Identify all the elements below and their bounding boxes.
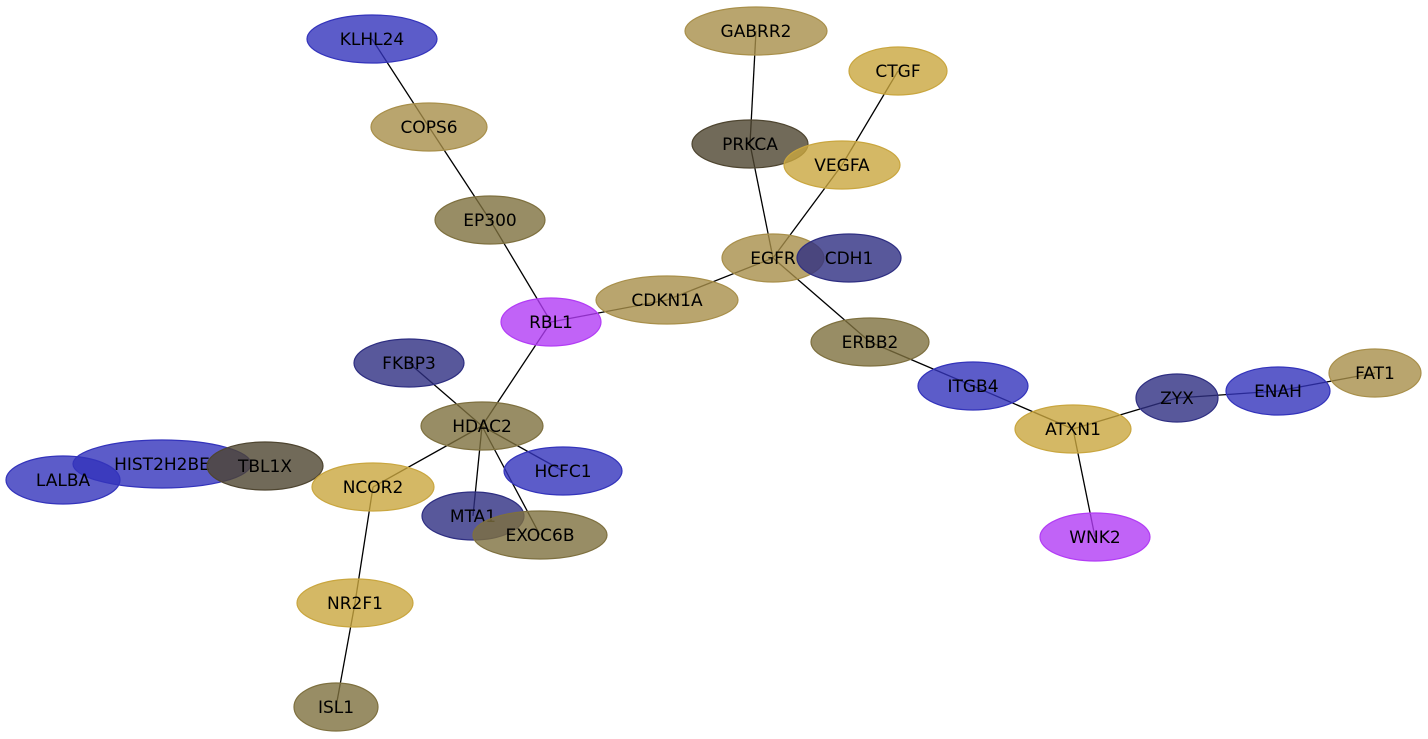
node-atxn1[interactable]: ATXN1 xyxy=(1014,404,1132,454)
node-fat1[interactable]: FAT1 xyxy=(1328,348,1422,398)
node-label: COPS6 xyxy=(400,118,457,138)
node-label: EGFR xyxy=(750,249,796,269)
node-shape xyxy=(1328,348,1422,398)
node-label: CDKN1A xyxy=(631,291,703,311)
node-shape xyxy=(783,140,901,190)
node-nr2f1[interactable]: NR2F1 xyxy=(296,578,414,628)
node-shape xyxy=(691,119,809,169)
node-label: ISL1 xyxy=(318,698,354,718)
node-label: HDAC2 xyxy=(452,417,512,437)
node-label: RBL1 xyxy=(529,313,573,333)
node-shape xyxy=(353,338,465,388)
node-shape xyxy=(420,401,544,451)
node-shape xyxy=(370,102,488,152)
node-label: KLHL24 xyxy=(340,30,405,50)
node-wnk2[interactable]: WNK2 xyxy=(1039,512,1151,562)
node-fkbp3[interactable]: FKBP3 xyxy=(353,338,465,388)
node-shape xyxy=(296,578,414,628)
node-hdac2[interactable]: HDAC2 xyxy=(420,401,544,451)
node-shape xyxy=(917,361,1029,411)
node-klhl24[interactable]: KLHL24 xyxy=(306,14,438,64)
node-cops6[interactable]: COPS6 xyxy=(370,102,488,152)
node-shape xyxy=(206,441,324,491)
node-label: ATXN1 xyxy=(1045,420,1101,440)
node-label: WNK2 xyxy=(1069,528,1121,548)
node-label: EXOC6B xyxy=(505,526,574,546)
node-label: ITGB4 xyxy=(947,377,998,397)
node-label: NR2F1 xyxy=(327,594,383,614)
node-shape xyxy=(810,317,930,367)
node-shape xyxy=(500,297,602,347)
node-shape xyxy=(595,275,739,325)
node-erbb2[interactable]: ERBB2 xyxy=(810,317,930,367)
node-ctgf[interactable]: CTGF xyxy=(848,46,948,96)
node-label: HIST2H2BE xyxy=(114,455,210,475)
node-itgb4[interactable]: ITGB4 xyxy=(917,361,1029,411)
node-shape xyxy=(1135,373,1219,423)
node-label: ERBB2 xyxy=(842,333,899,353)
node-enah[interactable]: ENAH xyxy=(1225,366,1331,416)
node-label: CDH1 xyxy=(825,249,874,269)
node-isl1[interactable]: ISL1 xyxy=(293,682,379,732)
node-shape xyxy=(684,6,828,56)
node-shape xyxy=(434,195,546,245)
node-ep300[interactable]: EP300 xyxy=(434,195,546,245)
node-shape xyxy=(293,682,379,732)
node-label: VEGFA xyxy=(814,156,870,176)
node-shape xyxy=(1225,366,1331,416)
node-cdkn1a[interactable]: CDKN1A xyxy=(595,275,739,325)
node-label: FAT1 xyxy=(1355,364,1395,384)
node-shape xyxy=(306,14,438,64)
node-label: ENAH xyxy=(1254,382,1302,402)
node-lalba[interactable]: LALBA xyxy=(5,455,121,505)
node-hcfc1[interactable]: HCFC1 xyxy=(503,446,623,496)
node-shape xyxy=(796,233,902,283)
node-label: LALBA xyxy=(36,471,91,491)
node-shape xyxy=(311,462,435,512)
node-vegfa[interactable]: VEGFA xyxy=(783,140,901,190)
node-shape xyxy=(503,446,623,496)
node-label: TBL1X xyxy=(237,457,292,477)
node-label: HCFC1 xyxy=(534,462,591,482)
node-tbl1x[interactable]: TBL1X xyxy=(206,441,324,491)
node-gabrr2[interactable]: GABRR2 xyxy=(684,6,828,56)
node-shape xyxy=(1014,404,1132,454)
edge-layer xyxy=(335,30,1376,708)
node-shape xyxy=(5,455,121,505)
node-cdh1[interactable]: CDH1 xyxy=(796,233,902,283)
node-label: CTGF xyxy=(875,62,920,82)
node-zyx[interactable]: ZYX xyxy=(1135,373,1219,423)
node-label: FKBP3 xyxy=(382,354,436,374)
node-label: ZYX xyxy=(1160,389,1194,409)
node-shape xyxy=(848,46,948,96)
node-label: PRKCA xyxy=(722,135,778,155)
node-rbl1[interactable]: RBL1 xyxy=(500,297,602,347)
node-egfr[interactable]: EGFR xyxy=(721,233,825,283)
node-label: EP300 xyxy=(463,211,516,231)
node-label: GABRR2 xyxy=(721,22,792,42)
node-label: NCOR2 xyxy=(343,478,404,498)
node-ncor2[interactable]: NCOR2 xyxy=(311,462,435,512)
node-shape xyxy=(1039,512,1151,562)
node-exoc6b[interactable]: EXOC6B xyxy=(472,510,608,560)
node-shape xyxy=(472,510,608,560)
node-prkca[interactable]: PRKCA xyxy=(691,119,809,169)
